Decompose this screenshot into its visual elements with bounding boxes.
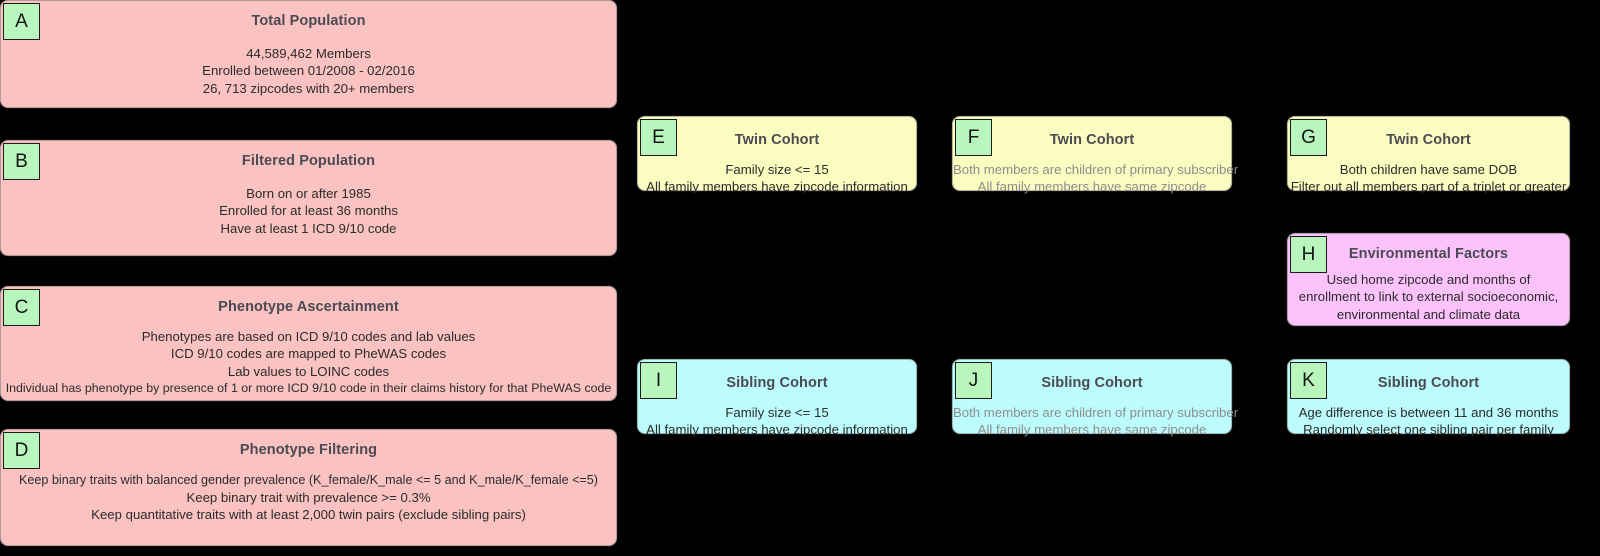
panel-badge-f: F: [955, 119, 992, 156]
panel-title-b: Filtered Population: [241, 153, 376, 169]
panel-badge-e: E: [640, 119, 677, 156]
panel-body-j: Both members are children of primary sub…: [953, 404, 1239, 439]
panel-line: Filter out all members part of a triplet…: [1290, 179, 1567, 195]
panel-line: All family members have same zipcode: [977, 422, 1207, 438]
panel-title-e: Twin Cohort: [734, 132, 820, 148]
panel-b: B Filtered Population Born on or after 1…: [0, 140, 617, 256]
panel-line: Enrolled for at least 36 months: [219, 203, 398, 219]
panel-k: K Sibling Cohort Age difference is betwe…: [1287, 359, 1570, 437]
panel-i: I Sibling Cohort Family size <= 15 All f…: [637, 359, 917, 437]
panel-badge-c: C: [3, 289, 40, 326]
panel-body-c: Phenotypes are based on ICD 9/10 codes a…: [1, 328, 616, 397]
panel-line: Both members are children of primary sub…: [953, 405, 1239, 420]
panel-body-d: Keep binary traits with balanced gender …: [1, 472, 616, 523]
panel-line: 26, 713 zipcodes with 20+ members: [202, 80, 415, 96]
panel-title-d: Phenotype Filtering: [239, 442, 378, 458]
panel-badge-d: D: [3, 432, 40, 469]
panel-badge-j: J: [955, 362, 992, 399]
panel-line: Individual has phenotype by presence of …: [5, 381, 612, 396]
panel-d: D Phenotype Filtering Keep binary traits…: [0, 429, 617, 546]
panel-badge-k: K: [1290, 362, 1327, 399]
panel-line: 44,589,462 Members: [246, 46, 371, 61]
panel-title-c: Phenotype Ascertainment: [218, 299, 399, 315]
panel-line: Both members are children of primary sub…: [953, 162, 1239, 177]
panel-line: Keep binary traits with balanced gender …: [19, 473, 598, 487]
panel-line: All family members have zipcode informat…: [646, 422, 908, 438]
panel-line: Randomly select one sibling pair per fam…: [1303, 422, 1554, 438]
panel-line: Born on or after 1985: [246, 186, 371, 201]
panel-line: Lab values to LOINC codes: [227, 363, 390, 379]
panel-body-f: Both members are children of primary sub…: [953, 161, 1239, 196]
panel-line: Both children have same DOB: [1339, 162, 1518, 177]
panel-a: A Total Population 44,589,462 Members En…: [0, 0, 617, 108]
panel-h: H Environmental Factors Used home zipcod…: [1287, 233, 1570, 326]
panel-line: Have at least 1 ICD 9/10 code: [220, 220, 397, 236]
panel-line: Family size <= 15: [725, 405, 829, 420]
panel-line: Age difference is between 11 and 36 mont…: [1298, 405, 1559, 420]
panel-title-f: Twin Cohort: [1049, 132, 1135, 148]
panel-title-g: Twin Cohort: [1386, 132, 1471, 148]
panel-title-i: Sibling Cohort: [726, 375, 828, 391]
panel-line: Enrolled between 01/2008 - 02/2016: [202, 63, 415, 79]
panel-badge-h: H: [1290, 236, 1327, 273]
panel-badge-i: I: [640, 362, 677, 399]
panel-title-h: Environmental Factors: [1348, 246, 1509, 262]
panel-body-i: Family size <= 15 All family members hav…: [638, 404, 916, 439]
panel-title-k: Sibling Cohort: [1377, 375, 1480, 391]
panel-title-a: Total Population: [251, 13, 366, 29]
panel-body-g: Both children have same DOB Filter out a…: [1288, 161, 1569, 196]
panel-line: Used home zipcode and months of enrollme…: [1298, 272, 1559, 322]
panel-title-j: Sibling Cohort: [1041, 375, 1143, 391]
panel-body-e: Family size <= 15 All family members hav…: [638, 161, 916, 196]
panel-line: ICD 9/10 codes are mapped to PheWAS code…: [170, 346, 447, 362]
panel-g: G Twin Cohort Both children have same DO…: [1287, 116, 1570, 194]
panel-line: All family members have same zipcode: [977, 179, 1207, 195]
panel-line: All family members have zipcode informat…: [646, 179, 908, 195]
panel-line: Keep binary trait with prevalence >= 0.3…: [186, 489, 431, 505]
panel-badge-b: B: [3, 143, 40, 180]
panel-line: Family size <= 15: [725, 162, 829, 177]
panel-line: Phenotypes are based on ICD 9/10 codes a…: [141, 329, 476, 344]
panel-body-h: Used home zipcode and months of enrollme…: [1288, 271, 1569, 323]
panel-c: C Phenotype Ascertainment Phenotypes are…: [0, 286, 617, 401]
panel-j: J Sibling Cohort Both members are childr…: [952, 359, 1238, 437]
panel-line: Keep quantitative traits with at least 2…: [91, 507, 526, 523]
panel-badge-g: G: [1290, 119, 1327, 156]
panel-e: E Twin Cohort Family size <= 15 All fami…: [637, 116, 917, 194]
panel-body-k: Age difference is between 11 and 36 mont…: [1288, 404, 1569, 439]
panel-badge-a: A: [3, 3, 40, 40]
panel-body-b: Born on or after 1985 Enrolled for at le…: [1, 185, 616, 237]
panel-body-a: 44,589,462 Members Enrolled between 01/2…: [1, 45, 616, 97]
panel-f: F Twin Cohort Both members are children …: [952, 116, 1238, 194]
